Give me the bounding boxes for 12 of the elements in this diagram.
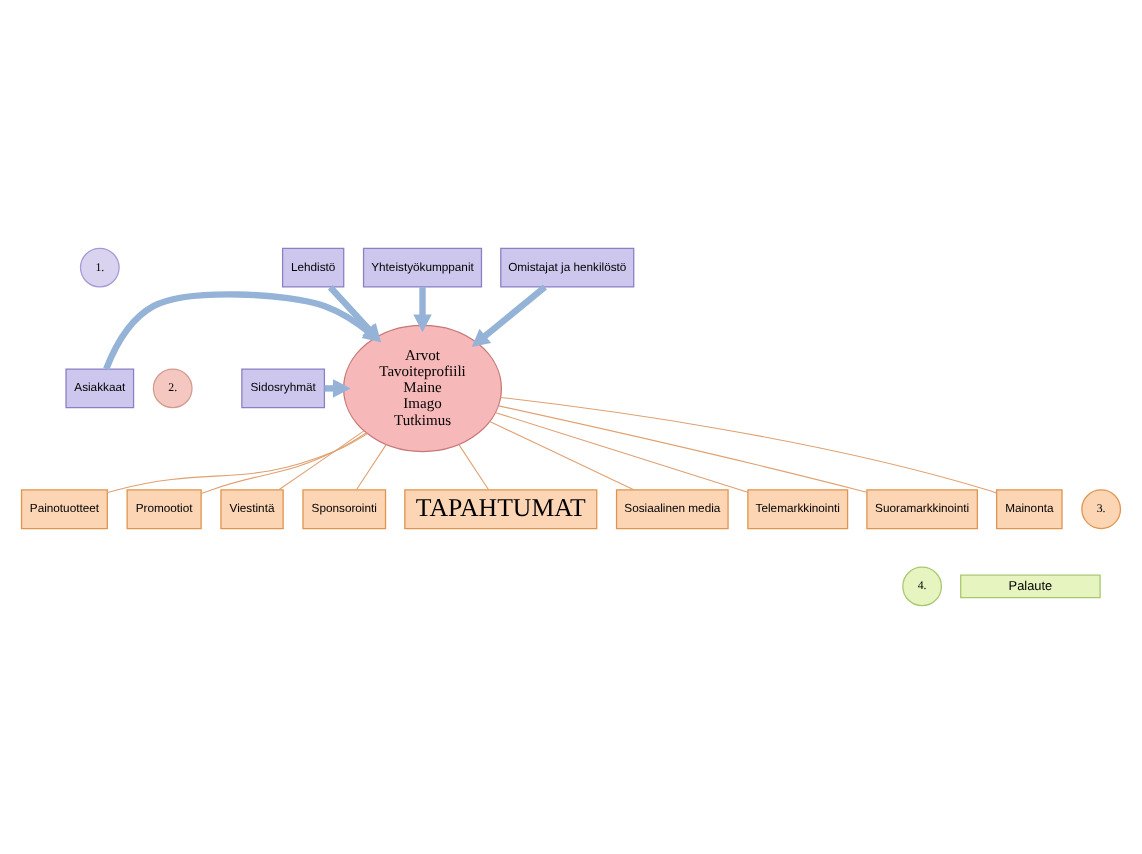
connector — [498, 405, 868, 493]
node-box: TAPAHTUMAT — [404, 489, 598, 530]
connector — [495, 412, 749, 493]
connector — [278, 430, 365, 491]
connector — [458, 444, 490, 491]
connector — [355, 444, 387, 491]
arrow — [413, 287, 432, 333]
connector — [200, 432, 367, 495]
connector — [500, 396, 997, 494]
arrow — [471, 284, 547, 347]
connector — [489, 420, 635, 491]
connector — [107, 433, 368, 494]
